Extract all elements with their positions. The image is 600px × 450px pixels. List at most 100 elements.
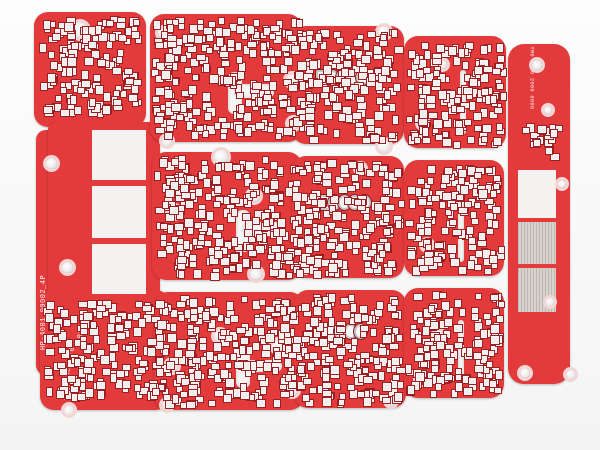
smd-pad [185, 52, 191, 59]
smd-pad [301, 193, 307, 201]
smd-pad [60, 309, 68, 317]
smd-pad [135, 302, 142, 308]
smd-pad [329, 92, 336, 101]
smd-pad [187, 401, 196, 408]
smd-pad [271, 212, 279, 218]
smd-pad [244, 173, 250, 180]
smd-pad [462, 376, 469, 384]
smd-pad [352, 242, 360, 249]
smd-pad [299, 169, 306, 175]
smd-pad [316, 33, 322, 41]
smd-pad [481, 45, 488, 54]
smd-pad [267, 127, 273, 133]
smd-pad [193, 108, 201, 115]
smd-pad [435, 383, 441, 390]
smd-pad [110, 373, 116, 382]
smd-pad [257, 234, 263, 241]
mounting-hole [300, 262, 310, 272]
smd-pad [467, 347, 473, 356]
smd-pad [271, 181, 279, 190]
smd-pad [309, 61, 317, 70]
smd-pad [199, 235, 205, 241]
smd-pad [111, 362, 117, 369]
smd-pad [183, 241, 189, 250]
smd-pad [408, 251, 416, 260]
smd-pad [457, 107, 465, 113]
smd-pad [454, 57, 461, 66]
smd-pad [176, 212, 183, 220]
smd-pad [482, 249, 490, 258]
smd-pad [351, 174, 358, 181]
smd-pad [383, 398, 391, 404]
smd-pad [274, 400, 281, 408]
smd-pad [181, 90, 189, 96]
smd-pad [44, 20, 51, 29]
smd-pad [393, 84, 400, 92]
smd-pad [335, 383, 341, 389]
smd-pad [274, 34, 282, 43]
smd-pad [277, 21, 283, 29]
smd-pad [287, 272, 293, 278]
smd-pad [383, 334, 392, 343]
smd-pad [313, 360, 320, 366]
smd-pad [240, 391, 249, 399]
smd-pad [254, 318, 263, 326]
mounting-hole [532, 60, 542, 70]
smd-pad [459, 170, 467, 178]
smd-pad [87, 375, 93, 382]
smd-pad [264, 108, 272, 114]
smd-pad [125, 345, 132, 351]
smd-pad [414, 355, 423, 362]
smd-pad [303, 73, 312, 80]
smd-pad [429, 112, 438, 118]
smd-pad [171, 237, 178, 243]
smd-pad [461, 102, 470, 108]
smd-pad [246, 100, 252, 107]
smd-pad [493, 220, 499, 228]
smd-pad [186, 201, 194, 209]
smd-pad [469, 378, 476, 385]
smd-pad [322, 397, 331, 406]
smd-pad [166, 213, 175, 221]
smd-pad [253, 343, 260, 351]
smd-pad [170, 309, 177, 317]
smd-pad [206, 194, 212, 201]
smd-pad [326, 356, 334, 362]
smd-pad [260, 385, 266, 394]
smd-pad [244, 179, 251, 187]
smd-pad [296, 226, 303, 234]
smd-pad [278, 166, 284, 174]
smd-pad [251, 361, 257, 370]
smd-pad [491, 294, 499, 300]
smd-pad [373, 45, 381, 54]
smd-pad [307, 363, 314, 370]
smd-pad [198, 171, 206, 179]
smd-pad [157, 321, 166, 330]
smd-pad [187, 175, 195, 182]
smd-pad [382, 383, 391, 392]
smd-pad [373, 391, 380, 397]
smd-pad [324, 303, 331, 309]
smd-pad [250, 192, 256, 198]
smd-pad [425, 209, 431, 218]
smd-pad [132, 100, 138, 107]
smd-pad [392, 188, 400, 197]
smd-pad [431, 351, 439, 359]
smd-pad [223, 209, 229, 218]
slot [460, 70, 466, 134]
smd-pad [216, 27, 223, 36]
smd-pad [496, 252, 504, 260]
smd-pad [339, 113, 345, 121]
smd-pad [156, 127, 165, 133]
smd-pad [428, 306, 434, 313]
smd-pad [289, 85, 298, 92]
smd-pad [463, 61, 469, 69]
smd-pad [437, 341, 445, 349]
smd-pad [427, 165, 435, 173]
smd-pad [75, 359, 81, 367]
smd-pad [178, 263, 186, 269]
smd-pad [416, 334, 422, 343]
smd-pad [157, 358, 164, 366]
smd-pad [245, 371, 251, 377]
smd-pad [210, 308, 219, 317]
